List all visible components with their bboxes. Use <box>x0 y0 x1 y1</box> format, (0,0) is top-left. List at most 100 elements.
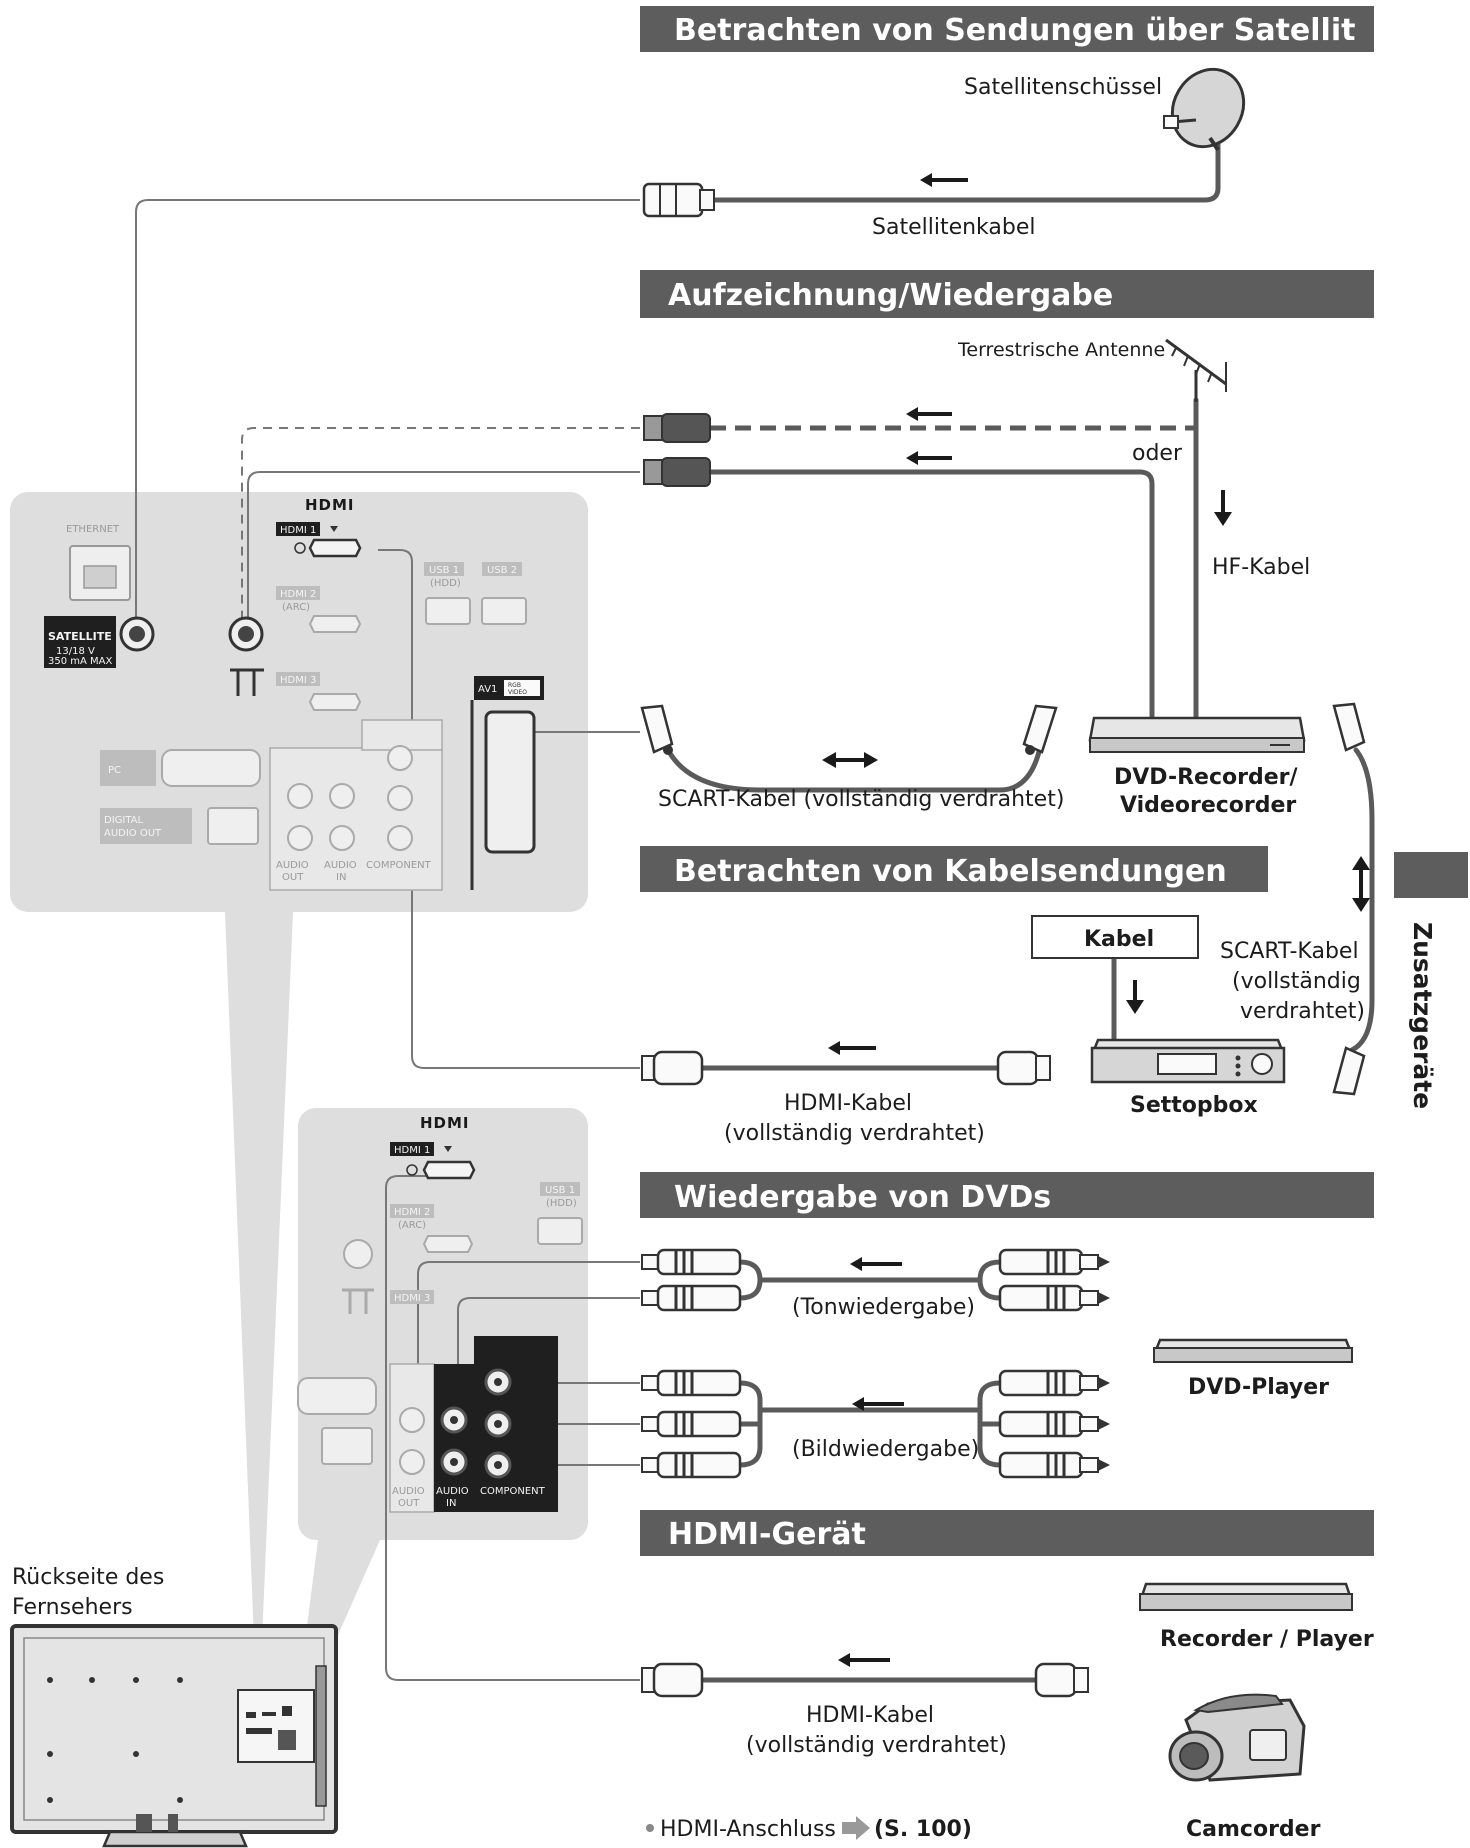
hdmi-footnote: HDMI-Anschluss (S. 100) <box>646 1816 972 1842</box>
rf-cable-recorder <box>707 469 1155 719</box>
antenna-dashed-wire <box>241 427 640 630</box>
label-scart-side-3: verdrahtet) <box>1240 999 1365 1024</box>
satellite-cable <box>697 142 1221 203</box>
arrow-left-icon <box>920 173 968 187</box>
svg-text:USB 1: USB 1 <box>429 565 459 576</box>
label-satellite-cable: Satellitenkabel <box>872 215 1036 240</box>
label-or: oder <box>1132 441 1183 466</box>
svg-text:HDMI 2: HDMI 2 <box>394 1207 430 1218</box>
rf-plug-solid <box>643 457 711 487</box>
svg-text:HDMI 3: HDMI 3 <box>280 675 316 686</box>
arrow-left-icon <box>906 451 952 465</box>
recorder-player-device <box>1139 1582 1353 1611</box>
hdmi-plug-2-right <box>1034 1662 1089 1698</box>
label-hdmi-cable-2b: (vollständig verdrahtet) <box>746 1733 1007 1758</box>
label-scart-side-1: SCART-Kabel <box>1220 939 1359 964</box>
section-header-cable-tv: Betrachten von Kabelsendungen <box>640 846 1268 892</box>
svg-text:RGB: RGB <box>508 682 521 689</box>
label-terrestrial-antenna: Terrestrische Antenne <box>957 339 1165 361</box>
arrow-left-icon <box>906 407 952 421</box>
label-video-playback: (Bildwiedergabe) <box>792 1437 979 1462</box>
svg-text:Wiedergabe von DVDs: Wiedergabe von DVDs <box>674 1180 1051 1215</box>
scart-cable <box>665 745 1043 793</box>
panel-zoom-beam-upper <box>225 912 293 1640</box>
svg-text:USB 2: USB 2 <box>487 565 517 576</box>
cable-source-box <box>1031 915 1199 959</box>
arrow-down-icon <box>1126 980 1144 1014</box>
arrow-both-icon <box>822 752 878 768</box>
svg-text:AV1: AV1 <box>478 684 497 695</box>
svg-text:ETHERNET: ETHERNET <box>66 524 120 535</box>
hdmi-plug-1-left <box>641 1050 704 1086</box>
rf-plug-dashed <box>643 413 711 443</box>
arrow-left-icon <box>852 1397 904 1411</box>
tv-rear-illustration <box>10 1624 338 1848</box>
direction-arrows <box>822 173 1370 1667</box>
section-header-recording: Aufzeichnung/Wiedergabe <box>640 270 1374 318</box>
svg-text:(HDD): (HDD) <box>546 1198 577 1209</box>
svg-text:HDMI 1: HDMI 1 <box>280 525 316 536</box>
svg-text:HDMI: HDMI <box>305 496 355 514</box>
label-audio-playback: (Tonwiedergabe) <box>792 1295 975 1320</box>
terrestrial-antenna-icon <box>1165 338 1227 402</box>
svg-text:13/18 V: 13/18 V <box>56 646 95 657</box>
svg-text:AUDIO: AUDIO <box>324 860 357 871</box>
svg-text:(HDD): (HDD) <box>430 578 461 589</box>
upper-panel-ports: ETHERNET SATELLITE 13/18 V 350 mA MAX HD… <box>44 496 544 891</box>
arrow-right-icon <box>842 1816 870 1840</box>
svg-text:OUT: OUT <box>398 1498 420 1509</box>
page-reference: (S. 100) <box>874 1817 972 1842</box>
hdmi-plug-2-left <box>641 1662 704 1698</box>
svg-text:IN: IN <box>446 1498 456 1509</box>
svg-text:HDMI-Anschluss: HDMI-Anschluss <box>660 1817 836 1842</box>
label-hdmi-cable-1a: HDMI-Kabel <box>784 1091 912 1116</box>
svg-text:AUDIO OUT: AUDIO OUT <box>104 828 162 839</box>
svg-text:OUT: OUT <box>282 872 304 883</box>
label-scart-side-2: (vollständig <box>1232 969 1361 994</box>
svg-text:HDMI 3: HDMI 3 <box>394 1293 430 1304</box>
label-satellite-dish: Satellitenschüssel <box>964 75 1162 100</box>
satellite-wire-to-tv <box>135 199 640 630</box>
side-tab-marker <box>1394 852 1468 898</box>
svg-text:AUDIO: AUDIO <box>392 1486 425 1497</box>
label-recorder-player: Recorder / Player <box>1160 1627 1374 1652</box>
label-cable-box: Kabel <box>1084 927 1154 952</box>
label-rf-cable: HF-Kabel <box>1212 555 1310 580</box>
arrow-left-icon <box>838 1653 890 1667</box>
rca-plugs-left <box>641 1248 742 1479</box>
lower-panel-ports: HDMI HDMI 1 HDMI 2 (ARC) HDMI 3 USB 1 (H… <box>297 1114 583 1513</box>
svg-text:Aufzeichnung/Wiedergabe: Aufzeichnung/Wiedergabe <box>668 278 1113 313</box>
scart-plug-side-bottom <box>1332 1046 1366 1096</box>
satellite-f-connector <box>642 182 715 218</box>
svg-text:HDMI-Gerät: HDMI-Gerät <box>668 1517 866 1552</box>
svg-text:(ARC): (ARC) <box>398 1220 426 1231</box>
arrow-left-icon <box>828 1041 876 1055</box>
video-cable <box>737 1380 1003 1468</box>
scart-plug-left <box>640 704 674 755</box>
scart-cable-side <box>1349 747 1375 1053</box>
label-tv-rear-1: Rückseite des <box>12 1565 164 1590</box>
label-dvd-recorder-1: DVD-Recorder/ <box>1114 765 1298 790</box>
section-header-hdmi-device: HDMI-Gerät <box>640 1510 1374 1556</box>
svg-text:HDMI 1: HDMI 1 <box>394 1145 430 1156</box>
svg-text:COMPONENT: COMPONENT <box>366 860 432 871</box>
svg-text:USB 1: USB 1 <box>545 1185 575 1196</box>
svg-text:PC: PC <box>108 765 121 776</box>
svg-text:AUDIO: AUDIO <box>276 860 309 871</box>
label-tv-rear-2: Fernsehers <box>12 1595 133 1620</box>
dvd-recorder-device <box>1088 716 1306 753</box>
scart-plug-right <box>1022 704 1058 755</box>
audio-wire-2 <box>457 1297 640 1420</box>
svg-text:SATELLITE: SATELLITE <box>48 630 112 643</box>
camcorder-icon <box>1168 1693 1306 1782</box>
rf-wire-to-tv <box>247 471 640 630</box>
label-hdmi-cable-1b: (vollständig verdrahtet) <box>724 1121 985 1146</box>
audio-wire-1 <box>417 1261 640 1370</box>
satellite-dish-icon <box>1163 67 1246 152</box>
svg-text:DIGITAL: DIGITAL <box>104 815 144 826</box>
label-camcorder: Camcorder <box>1186 1817 1321 1842</box>
dvd-player-device <box>1153 1338 1353 1363</box>
svg-text:IN: IN <box>336 872 346 883</box>
settopbox-device <box>1090 1038 1286 1084</box>
svg-text:VIDEO: VIDEO <box>508 689 527 696</box>
